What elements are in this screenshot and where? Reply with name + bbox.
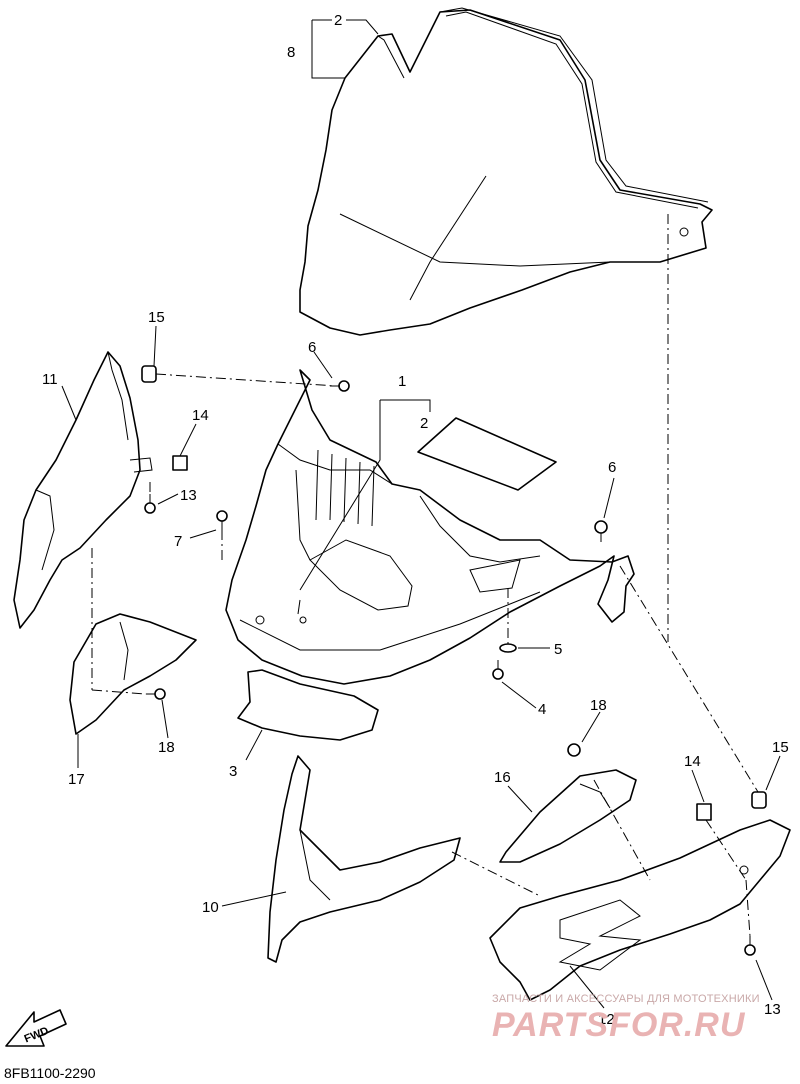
callout-2: 2: [420, 415, 428, 432]
watermark-brand: PARTSFOR.RU: [492, 1006, 746, 1044]
callout-13-left: 13: [180, 487, 197, 504]
screw-13-right[interactable]: [744, 936, 756, 956]
callout-6-top: 6: [308, 339, 316, 356]
callout-8: 8: [287, 44, 295, 61]
callout-5: 5: [554, 641, 562, 658]
callout-4: 4: [538, 701, 546, 718]
callout-17: 17: [68, 771, 85, 788]
upper-cowling-part[interactable]: [225, 369, 635, 685]
windscreen-part[interactable]: [299, 7, 713, 336]
callout-15-right: 15: [772, 739, 789, 756]
callout-13-right: 13: [764, 1001, 781, 1018]
diagram-code: 8FB1100-2290: [4, 1065, 96, 1081]
nut-14-left[interactable]: [172, 455, 188, 471]
callout-14-right: 14: [684, 753, 701, 770]
left-side-cowl-part[interactable]: [13, 351, 153, 629]
left-under-cowl-part[interactable]: [267, 755, 461, 963]
screw-6-right[interactable]: [594, 520, 608, 542]
screw-13-left[interactable]: [144, 494, 156, 514]
callout-6-right: 6: [608, 459, 616, 476]
screw-18-left[interactable]: [146, 688, 166, 700]
screw-7[interactable]: [216, 510, 228, 532]
watermark-subtitle: ЗАПЧАСТИ И АКСЕССУАРЫ ДЛЯ МОТОТЕХНИКИ: [492, 993, 760, 1005]
watermark-logo: ЗАПЧАСТИ И АКСЕССУАРЫ ДЛЯ МОТОТЕХНИКИ PA…: [492, 993, 760, 1044]
left-inner-panel-part[interactable]: [69, 613, 197, 735]
nut-14-right[interactable]: [696, 803, 712, 821]
screw-6-top[interactable]: [330, 380, 350, 392]
fwd-arrow-icon: FWD: [5, 1009, 67, 1047]
callout-12: 11: [42, 371, 58, 388]
callout-9: 2: [334, 12, 342, 29]
callout-10: 10: [202, 899, 219, 916]
callout-16: 16: [494, 769, 511, 786]
screw-18-right[interactable]: [567, 743, 581, 757]
callout-7: 7: [174, 533, 182, 550]
lower-panel-part[interactable]: [237, 669, 379, 741]
leader-lines: [61, 19, 781, 1009]
washer-5[interactable]: [499, 643, 517, 653]
callout-15-left: 15: [148, 309, 165, 326]
callout-3: 3: [229, 763, 237, 780]
grommet-15-left[interactable]: [141, 365, 157, 383]
callout-labels: 2 8 1 2 15 6 11 14 13 7 6 5 4 3 18 17 18…: [42, 12, 789, 1028]
callout-14-left: 14: [192, 407, 209, 424]
assembly-lines: [91, 214, 759, 937]
grommet-15-right[interactable]: [751, 791, 767, 809]
inner-panel-part[interactable]: [417, 417, 557, 491]
callout-11: 12: [598, 1011, 615, 1028]
callout-1: 1: [398, 373, 406, 390]
right-inner-panel-part[interactable]: [499, 769, 637, 863]
screw-4[interactable]: [492, 660, 504, 680]
callout-18-left: 18: [158, 739, 175, 756]
callout-18-right: 18: [590, 697, 607, 714]
